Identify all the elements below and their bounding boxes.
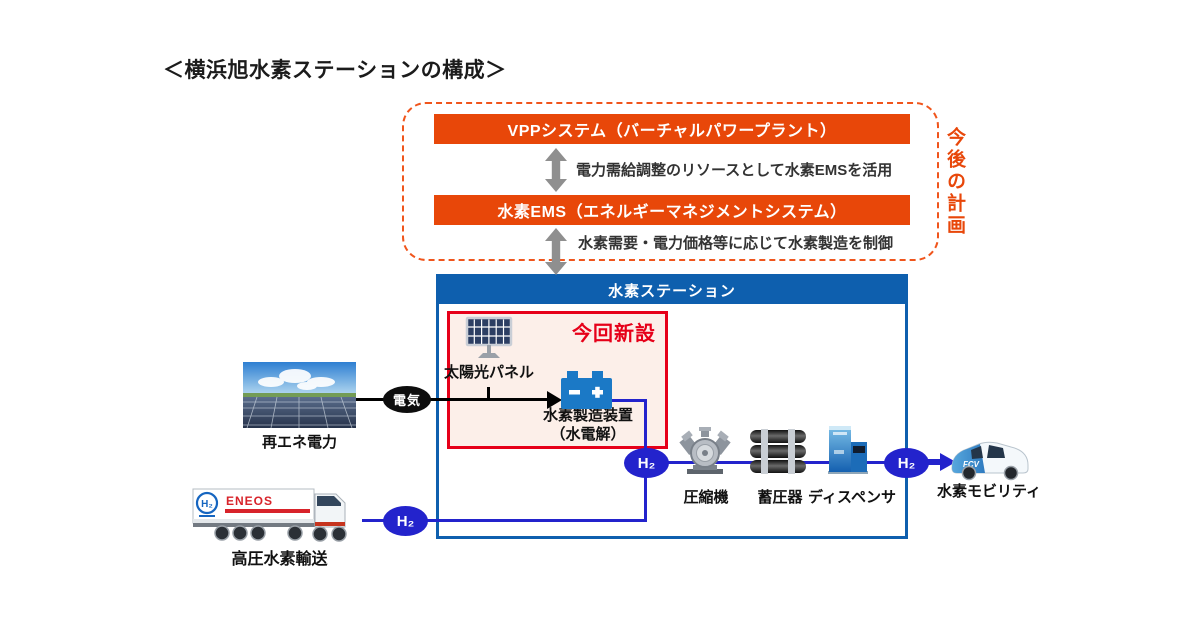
gas-cylinders-icon [750, 429, 806, 474]
solar-panel-label: 太陽光パネル [444, 364, 535, 381]
car-label: 水素モビリティ [936, 483, 1042, 500]
hydrogen-truck-image: H₂ ENEOS [192, 488, 347, 542]
solar-farm-image [243, 362, 356, 428]
page-title: ＜横浜旭水素ステーションの構成＞ [163, 59, 507, 82]
electrolyzer-label-line1: 水素製造装置 [542, 407, 633, 424]
truck-hydrogen-line-riser [644, 474, 647, 522]
electrolyzer-hydrogen-line-drop [644, 401, 647, 453]
new-installation-label: 今回新設 [572, 323, 656, 345]
electrolyzer-hydrogen-line [612, 399, 647, 402]
truck-h2-logo: H₂ [201, 499, 213, 510]
ems-system-box: 水素EMS（エネルギーマネジメントシステム） [434, 195, 910, 225]
electrolyzer-label-line2: （水電解） [550, 426, 626, 443]
solar-electric-line [487, 387, 490, 400]
h2-badge-station-out: H₂ [884, 448, 929, 478]
up-down-arrow-icon [545, 148, 567, 192]
compressor-icon [679, 427, 731, 474]
electrolyzer-label: 水素製造装置 （水電解） [524, 406, 652, 444]
ems-station-note: 水素需要・電力価格等に応じて水素製造を制御 [578, 235, 894, 252]
accumulator-label: 蓄圧器 [757, 489, 803, 506]
hydrogen-station-header: 水素ステーション [439, 277, 905, 304]
electricity-badge: 電気 [383, 386, 431, 413]
vpp-ems-note: 電力需給調整のリソースとして水素EMSを活用 [576, 162, 893, 179]
electric-arrowhead [547, 391, 562, 409]
up-down-arrow-icon [545, 228, 567, 275]
electrolyzer-icon [561, 371, 612, 409]
electric-line [355, 398, 551, 401]
renewable-power-label: 再エネ電力 [261, 434, 337, 451]
future-plan-dashed-box [402, 102, 939, 261]
truck-brand-text: ENEOS [226, 494, 273, 508]
h2-badge-station-in: H₂ [624, 448, 669, 478]
car-body-text: FCV [963, 460, 980, 469]
h2-badge-truck: H₂ [383, 506, 428, 536]
vpp-system-box: VPPシステム（バーチャルパワープラント） [434, 114, 910, 144]
truck-hydrogen-line [362, 519, 647, 522]
dispenser-label: ディスペンサ [808, 489, 896, 506]
truck-label: 高圧水素輸送 [231, 551, 328, 568]
dispenser-icon [828, 426, 868, 474]
output-hydrogen-line [926, 459, 942, 465]
future-plan-label: 今後の計画 [944, 127, 965, 237]
compressor-label: 圧縮機 [683, 489, 729, 506]
fcv-car-image: FCV [951, 441, 1029, 481]
solar-panel-icon [465, 316, 513, 358]
